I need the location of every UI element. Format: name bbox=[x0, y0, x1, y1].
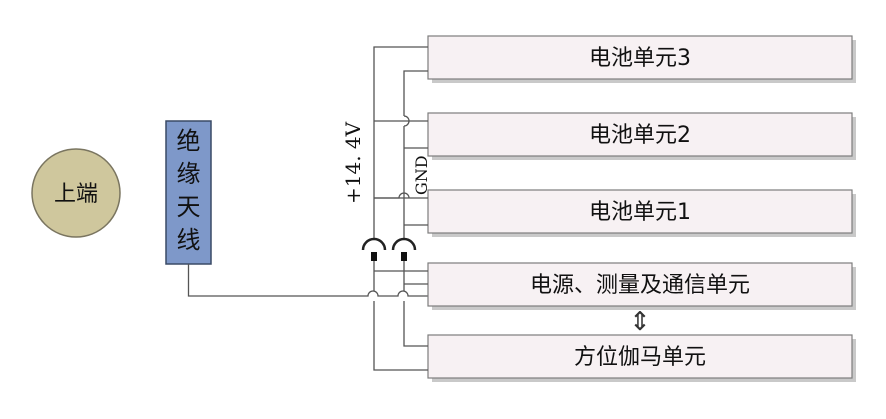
top-end-circle bbox=[31, 148, 121, 238]
antenna-block bbox=[165, 120, 212, 265]
power-bus bbox=[373, 46, 428, 371]
unit-label: 方位伽马单元 bbox=[574, 345, 706, 370]
gnd-label: GND bbox=[412, 155, 431, 195]
antenna-signal-wire bbox=[187, 264, 428, 297]
unit-box bbox=[427, 189, 853, 234]
unit-azimuth-gamma: 方位伽马单元 bbox=[427, 334, 856, 382]
power-bus-upper bbox=[373, 46, 428, 239]
unit-label: 电池单元2 bbox=[589, 123, 691, 148]
power-connector-icon bbox=[361, 237, 387, 261]
antenna-label-char-1: 绝 bbox=[177, 127, 201, 155]
top-end-node: 上端 bbox=[31, 148, 121, 238]
voltage-label: +14. 4V bbox=[341, 121, 365, 204]
unit-battery-3: 电池单元3 bbox=[427, 35, 856, 83]
ground-connector-icon bbox=[391, 237, 417, 261]
unit-label: 电源、测量及通信单元 bbox=[530, 273, 750, 298]
unit-battery-2: 电池单元2 bbox=[427, 112, 856, 160]
ground-hop-1 bbox=[403, 115, 410, 127]
power-bus-lower bbox=[373, 261, 428, 371]
unit-box bbox=[427, 334, 853, 379]
ground-bus-upper bbox=[403, 70, 428, 239]
ground-bus-lower bbox=[403, 261, 428, 347]
antenna-label-char-4: 线 bbox=[177, 226, 201, 254]
unit-power-measure-comm: 电源、测量及通信单元 bbox=[427, 262, 856, 310]
ground-bus bbox=[374, 70, 428, 347]
insulated-antenna: 绝 缘 天 线 bbox=[165, 120, 212, 265]
unit-battery-1: 电池单元1 bbox=[427, 189, 856, 237]
unit-box bbox=[427, 262, 853, 307]
unit-box bbox=[427, 35, 853, 80]
unit-label: 电池单元3 bbox=[589, 46, 691, 71]
bidirectional-arrow-icon: ⇕ bbox=[629, 307, 651, 337]
unit-box bbox=[427, 112, 853, 157]
antenna-label-char-3: 天 bbox=[177, 193, 201, 221]
ground-hop-2 bbox=[374, 192, 410, 199]
top-end-label: 上端 bbox=[54, 182, 98, 207]
unit-label: 电池单元1 bbox=[589, 200, 691, 225]
antenna-label-char-2: 缘 bbox=[177, 160, 201, 188]
